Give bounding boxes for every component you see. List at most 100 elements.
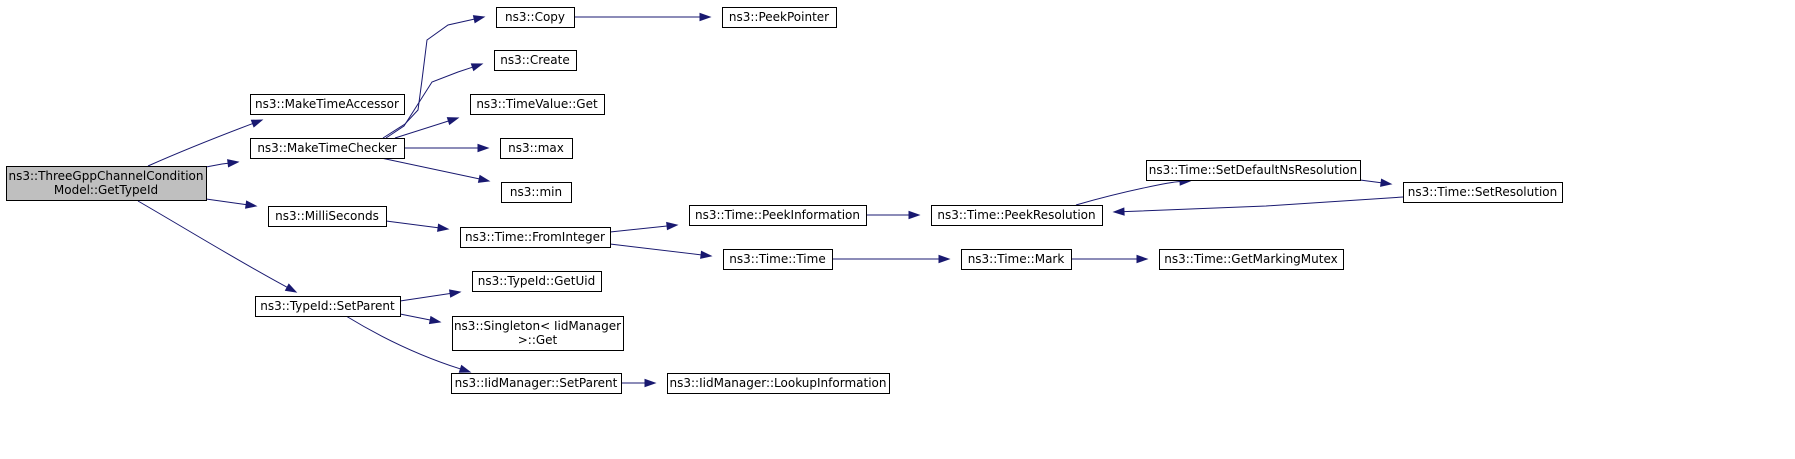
arrowhead [699, 12, 712, 22]
edge-peekInformation-to-peekResolution [866, 210, 921, 220]
graph-nodes: ns3::ThreeGppChannelConditionModel::GetT… [6, 7, 1563, 394]
node-root[interactable]: ns3::ThreeGppChannelConditionModel::GetT… [6, 166, 207, 201]
arrowhead [437, 223, 450, 232]
node-box [6, 166, 207, 201]
edge-fromInteger-to-timeTime [609, 243, 713, 259]
node-setResolution[interactable]: ns3::Time::SetResolution [1403, 182, 1563, 203]
arrowhead [446, 117, 460, 126]
edge-makeTimeChecker-to-copy [382, 15, 486, 139]
node-getUid[interactable]: ns3::TypeId::GetUid [472, 271, 602, 292]
node-setDefaultNsResolution[interactable]: ns3::Time::SetDefaultNsResolution [1146, 160, 1361, 181]
node-box [494, 50, 577, 71]
node-min[interactable]: ns3::min [501, 182, 572, 203]
node-milliSeconds[interactable]: ns3::MilliSeconds [268, 206, 387, 227]
edge-line [205, 198, 247, 206]
node-box [689, 205, 867, 226]
node-max[interactable]: ns3::max [500, 138, 573, 159]
edge-line [609, 225, 668, 233]
node-box [250, 94, 405, 115]
edge-line [385, 66, 473, 139]
edge-line [399, 292, 451, 302]
edge-root-to-makeTimeAccessor [147, 119, 264, 167]
node-makeTimeAccessor[interactable]: ns3::MakeTimeAccessor [250, 94, 405, 115]
graph-edges [137, 12, 1404, 388]
edge-line [609, 243, 702, 256]
edge-makeTimeChecker-to-timeValueGet [394, 117, 460, 139]
node-box [470, 94, 605, 115]
node-peekPointer[interactable]: ns3::PeekPointer [722, 7, 837, 28]
arrowhead [1380, 178, 1393, 187]
node-box [500, 138, 573, 159]
node-getMarkingMutex[interactable]: ns3::Time::GetMarkingMutex [1159, 249, 1344, 270]
node-box [1159, 249, 1344, 270]
edge-typeIdSetParent-to-getUid [399, 289, 462, 302]
arrowhead [428, 315, 442, 325]
node-copy[interactable]: ns3::Copy [496, 7, 575, 28]
edge-line [380, 157, 480, 180]
arrowhead [284, 283, 298, 293]
arrowhead [908, 210, 921, 220]
node-label: ns3::TypeId::SetParent [260, 299, 395, 313]
node-label: ns3::Create [500, 53, 569, 67]
node-lookupInformation[interactable]: ns3::IidManager::LookupInformation [667, 373, 890, 394]
edge-iidSetParent-to-lookupInformation [621, 378, 657, 388]
edge-peekResolution-to-setDefaultNsResolution [1075, 177, 1192, 206]
edge-line [147, 123, 253, 167]
node-label: ns3::Time::FromInteger [465, 230, 605, 244]
node-fromInteger[interactable]: ns3::Time::FromInteger [460, 227, 611, 248]
node-create[interactable]: ns3::Create [494, 50, 577, 71]
node-timeValueGet[interactable]: ns3::TimeValue::Get [470, 94, 605, 115]
node-peekInformation[interactable]: ns3::Time::PeekInformation [689, 205, 867, 226]
node-box [961, 249, 1072, 270]
arrowhead [472, 15, 486, 24]
node-label: ns3::max [508, 141, 564, 155]
node-makeTimeChecker[interactable]: ns3::MakeTimeChecker [250, 138, 405, 159]
node-label: Model::GetTypeId [54, 183, 158, 197]
edge-line [382, 18, 475, 139]
arrowhead [1136, 254, 1149, 264]
edge-line [399, 313, 431, 321]
edge-makeTimeChecker-to-create [385, 63, 484, 139]
edge-makeTimeChecker-to-max [404, 143, 490, 153]
edge-line [394, 120, 449, 139]
edge-makeTimeChecker-to-min [380, 157, 491, 183]
node-iidSetParent[interactable]: ns3::IidManager::SetParent [451, 373, 622, 394]
node-label: ns3::IidManager::LookupInformation [670, 376, 887, 390]
node-box [1146, 160, 1361, 181]
node-label: ns3::Time::Time [729, 252, 825, 266]
node-typeIdSetParent[interactable]: ns3::TypeId::SetParent [255, 296, 401, 317]
node-box [268, 206, 387, 227]
node-label: ns3::PeekPointer [729, 10, 829, 24]
node-box [931, 205, 1103, 226]
edge-setDefaultNsResolution-to-setResolution [1359, 178, 1393, 187]
node-box [667, 373, 890, 394]
node-label: ns3::MilliSeconds [275, 209, 379, 223]
edge-typeIdSetParent-to-singletonGet [399, 313, 442, 325]
node-timeMark[interactable]: ns3::Time::Mark [961, 249, 1072, 270]
node-label: ns3::IidManager::SetParent [455, 376, 618, 390]
edge-root-to-makeTimeChecker [205, 159, 240, 168]
node-label: ns3::Copy [505, 10, 565, 24]
edge-root-to-milliSeconds [205, 198, 258, 209]
arrowhead [250, 119, 264, 128]
node-box [722, 7, 837, 28]
node-label: ns3::MakeTimeChecker [257, 141, 396, 155]
node-box [501, 182, 572, 203]
edge-line [385, 220, 439, 229]
node-singletonGet[interactable]: ns3::Singleton< IidManager>::Get [452, 316, 624, 351]
arrowhead [448, 289, 462, 298]
arrowhead [644, 378, 657, 388]
edge-fromInteger-to-peekInformation [609, 221, 679, 233]
node-box [452, 316, 624, 351]
arrowhead [1112, 207, 1125, 216]
edge-line [1123, 196, 1404, 213]
edge-line [1359, 179, 1382, 184]
edge-line [1075, 181, 1181, 206]
node-box [1403, 182, 1563, 203]
node-peekResolution[interactable]: ns3::Time::PeekResolution [931, 205, 1103, 226]
edge-line [137, 200, 288, 288]
edge-line [345, 315, 461, 370]
node-label: ns3::TimeValue::Get [476, 97, 598, 111]
node-timeTime[interactable]: ns3::Time::Time [723, 249, 833, 270]
